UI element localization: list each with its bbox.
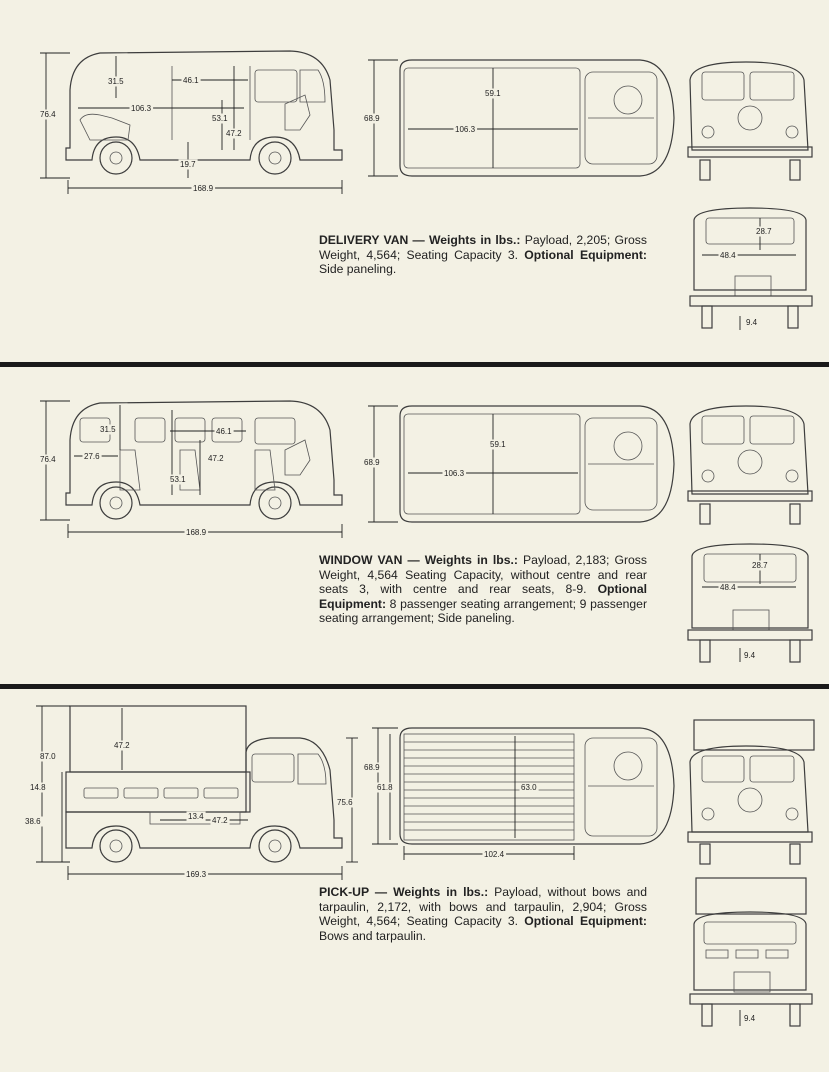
dim-cargo-length: 46.1	[183, 76, 199, 85]
weights-label: Weights in lbs.:	[393, 885, 489, 899]
pickup-top-view	[399, 727, 675, 845]
weights-text: Payload, 2,183; Gross Weight, 4,564 Seat…	[319, 553, 647, 596]
optional-label: Optional Equipment:	[319, 582, 647, 611]
weights-label: Weights in lbs.:	[424, 553, 518, 567]
dim-bed-height: 38.6	[25, 817, 41, 826]
dim-inner-width: 59.1	[485, 89, 501, 98]
dim-locker: 13.4	[188, 812, 204, 821]
delivery-van-rear-view	[689, 207, 813, 329]
window-van-top-dims	[368, 405, 578, 523]
weights-label: Weights in lbs.:	[428, 233, 521, 247]
pickup-dimension-labels: 87.0 14.8 38.6 47.2 13.4 47.2 75.6 169.3…	[23, 740, 758, 1024]
section-divider	[0, 362, 829, 367]
dim-width: 68.9	[364, 114, 380, 123]
dim-tarp-height: 47.2	[114, 741, 130, 750]
model-name: WINDOW VAN	[319, 553, 403, 567]
dim-inner-length: 106.3	[131, 104, 152, 113]
delivery-van-dimension-labels: 76.4 168.9 31.5 46.1 106.3 53.1 47.2 19.…	[38, 75, 774, 328]
dim-top-length: 106.3	[455, 125, 476, 134]
dim-height: 76.4	[40, 110, 56, 119]
dim-seat-length: 27.6	[84, 452, 100, 461]
dim-roof-gap: 31.5	[108, 77, 124, 86]
dim-rear-low: 9.4	[746, 318, 758, 327]
dim-door-height: 47.2	[226, 129, 242, 138]
weights-text: Payload, without bows and tarpaulin, 2,1…	[319, 885, 647, 928]
window-van-rear-dims	[702, 554, 796, 662]
delivery-van-caption: DELIVERY VAN — Weights in lbs.: Payload,…	[319, 233, 647, 276]
dim-cargo-length: 46.1	[216, 427, 232, 436]
optional-text: Side paneling.	[319, 262, 397, 276]
optional-label: Optional Equipment:	[524, 914, 647, 928]
dim-cab-height: 75.6	[337, 798, 353, 807]
pickup-rear-view	[689, 877, 813, 1027]
dim-width: 68.9	[364, 458, 380, 467]
model-name: DELIVERY VAN	[319, 233, 409, 247]
dim-length: 168.9	[193, 184, 214, 193]
window-van-side-view	[65, 400, 343, 520]
dim-inner-height: 53.1	[212, 114, 228, 123]
pickup-caption: PICK-UP — Weights in lbs.: Payload, with…	[319, 885, 647, 943]
window-van-rear-view	[687, 543, 813, 663]
window-van-front-view	[687, 405, 813, 525]
delivery-van-front-view	[687, 61, 813, 181]
section-divider	[0, 684, 829, 689]
model-name: PICK-UP	[319, 885, 369, 899]
dim-roof-gap: 31.5	[100, 425, 116, 434]
dim-rear-low: 9.4	[744, 651, 756, 660]
dim-rear-low: 9.4	[744, 1014, 756, 1023]
dim-bed-length: 47.2	[212, 816, 228, 825]
dim-rear-height: 28.7	[752, 561, 768, 570]
dim-length: 168.9	[186, 528, 207, 537]
window-van-top-view	[399, 405, 675, 523]
dim-clearance: 19.7	[180, 160, 196, 169]
optional-text: Bows and tarpaulin.	[319, 928, 427, 943]
pickup-side-view	[65, 705, 343, 863]
dim-side-height: 14.8	[30, 783, 46, 792]
dim-height: 87.0	[40, 752, 56, 761]
window-van-caption: WINDOW VAN — Weights in lbs.: Payload, 2…	[319, 553, 647, 626]
dim-width: 68.9	[364, 763, 380, 772]
delivery-van-top-view	[399, 59, 675, 177]
window-van-dimension-labels: 76.4 168.9 31.5 46.1 27.6 53.1 47.2 68.9…	[38, 424, 770, 661]
optional-text: 8 passenger seating arrangement; 9 passe…	[319, 596, 647, 626]
window-van-side-dims	[40, 400, 343, 538]
dim-rear-height: 28.7	[756, 227, 772, 236]
pickup-front-view	[687, 719, 815, 865]
optional-label: Optional Equipment:	[524, 247, 647, 262]
dim-length: 169.3	[186, 870, 207, 879]
dim-height: 76.4	[40, 455, 56, 464]
dim-inner-width: 59.1	[490, 440, 506, 449]
dim-rear-width: 48.4	[720, 583, 736, 592]
dim-door-height: 47.2	[208, 454, 224, 463]
dim-bed-width: 61.8	[377, 783, 393, 792]
dim-top-length: 106.3	[444, 469, 465, 478]
dim-bed-floor: 102.4	[484, 850, 505, 859]
delivery-van-side-view	[65, 50, 343, 175]
dim-inner-height: 53.1	[170, 475, 186, 484]
pickup-bed-slats	[404, 741, 574, 831]
dim-rear-width: 48.4	[720, 251, 736, 260]
delivery-van-rear-dims	[702, 218, 796, 330]
dim-bed-long: 63.0	[521, 783, 537, 792]
weights-text: Payload, 2,205; Gross Weight, 4,564; Sea…	[319, 233, 647, 262]
